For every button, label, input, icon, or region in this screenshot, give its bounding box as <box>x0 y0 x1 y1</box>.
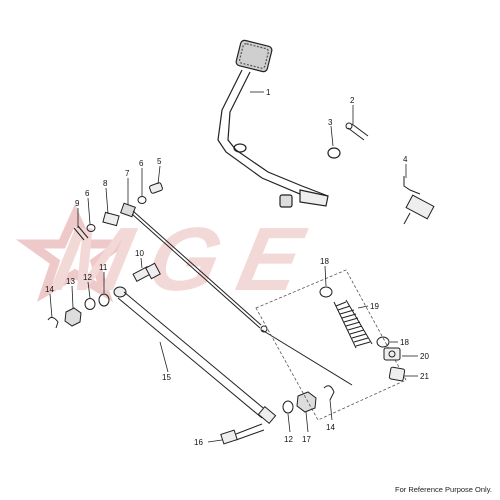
rod-15 <box>113 286 277 425</box>
joint-20 <box>383 347 401 361</box>
label-6-upper: 6 <box>139 159 144 168</box>
label-8: 8 <box>103 179 108 188</box>
label-15: 15 <box>162 373 171 382</box>
label-9: 9 <box>75 199 80 208</box>
washer-18-lower <box>376 336 390 348</box>
label-21: 21 <box>420 372 429 381</box>
label-12-right: 12 <box>284 435 293 444</box>
clip-14-left <box>47 316 59 329</box>
spring-hook <box>403 176 435 225</box>
brake-rod <box>131 210 353 386</box>
washer-3 <box>327 147 341 159</box>
label-13: 13 <box>66 277 75 286</box>
part-labels: 1 2 3 4 5 6 6 7 8 9 10 11 12 13 14 15 16… <box>45 88 429 447</box>
cotter-9 <box>73 225 89 241</box>
label-4: 4 <box>403 155 408 164</box>
nut-13-left <box>64 307 82 327</box>
watermark-logo: MGE <box>16 203 330 310</box>
label-2: 2 <box>350 96 355 105</box>
brake-pedal <box>217 39 329 208</box>
watermark-star-icon <box>16 203 134 303</box>
washer-6-upper <box>137 196 147 204</box>
label-19: 19 <box>370 302 379 311</box>
spring-19 <box>333 299 373 349</box>
nut-17 <box>296 391 317 413</box>
label-12-left: 12 <box>83 273 92 282</box>
label-16: 16 <box>194 438 203 447</box>
washer-6-lower <box>86 224 96 232</box>
reference-note: For Reference Purpose Only. <box>395 485 492 494</box>
label-14-right: 14 <box>326 423 335 432</box>
label-18-upper: 18 <box>320 257 329 266</box>
clip-14-right <box>323 385 335 401</box>
label-11: 11 <box>99 263 108 272</box>
label-20: 20 <box>420 352 429 361</box>
label-17: 17 <box>302 435 311 444</box>
nut-21 <box>388 366 406 382</box>
label-3: 3 <box>328 118 333 127</box>
label-18-lower: 18 <box>400 338 409 347</box>
leader-lines <box>49 91 418 443</box>
washer-12-right <box>282 400 294 414</box>
label-7: 7 <box>125 169 130 178</box>
split-pin <box>345 122 369 141</box>
label-10: 10 <box>135 249 144 258</box>
spring-assembly-box <box>255 269 407 421</box>
label-5: 5 <box>157 157 162 166</box>
label-1: 1 <box>266 88 271 97</box>
pin-5 <box>149 182 163 194</box>
label-14-left: 14 <box>45 285 54 294</box>
washer-18-upper <box>319 286 333 298</box>
label-6-lower: 6 <box>85 189 90 198</box>
bolt-16 <box>220 423 265 445</box>
washer-11 <box>98 293 110 307</box>
washer-12-left <box>84 298 96 310</box>
bolt-10 <box>132 262 161 282</box>
joint-8 <box>102 211 120 227</box>
